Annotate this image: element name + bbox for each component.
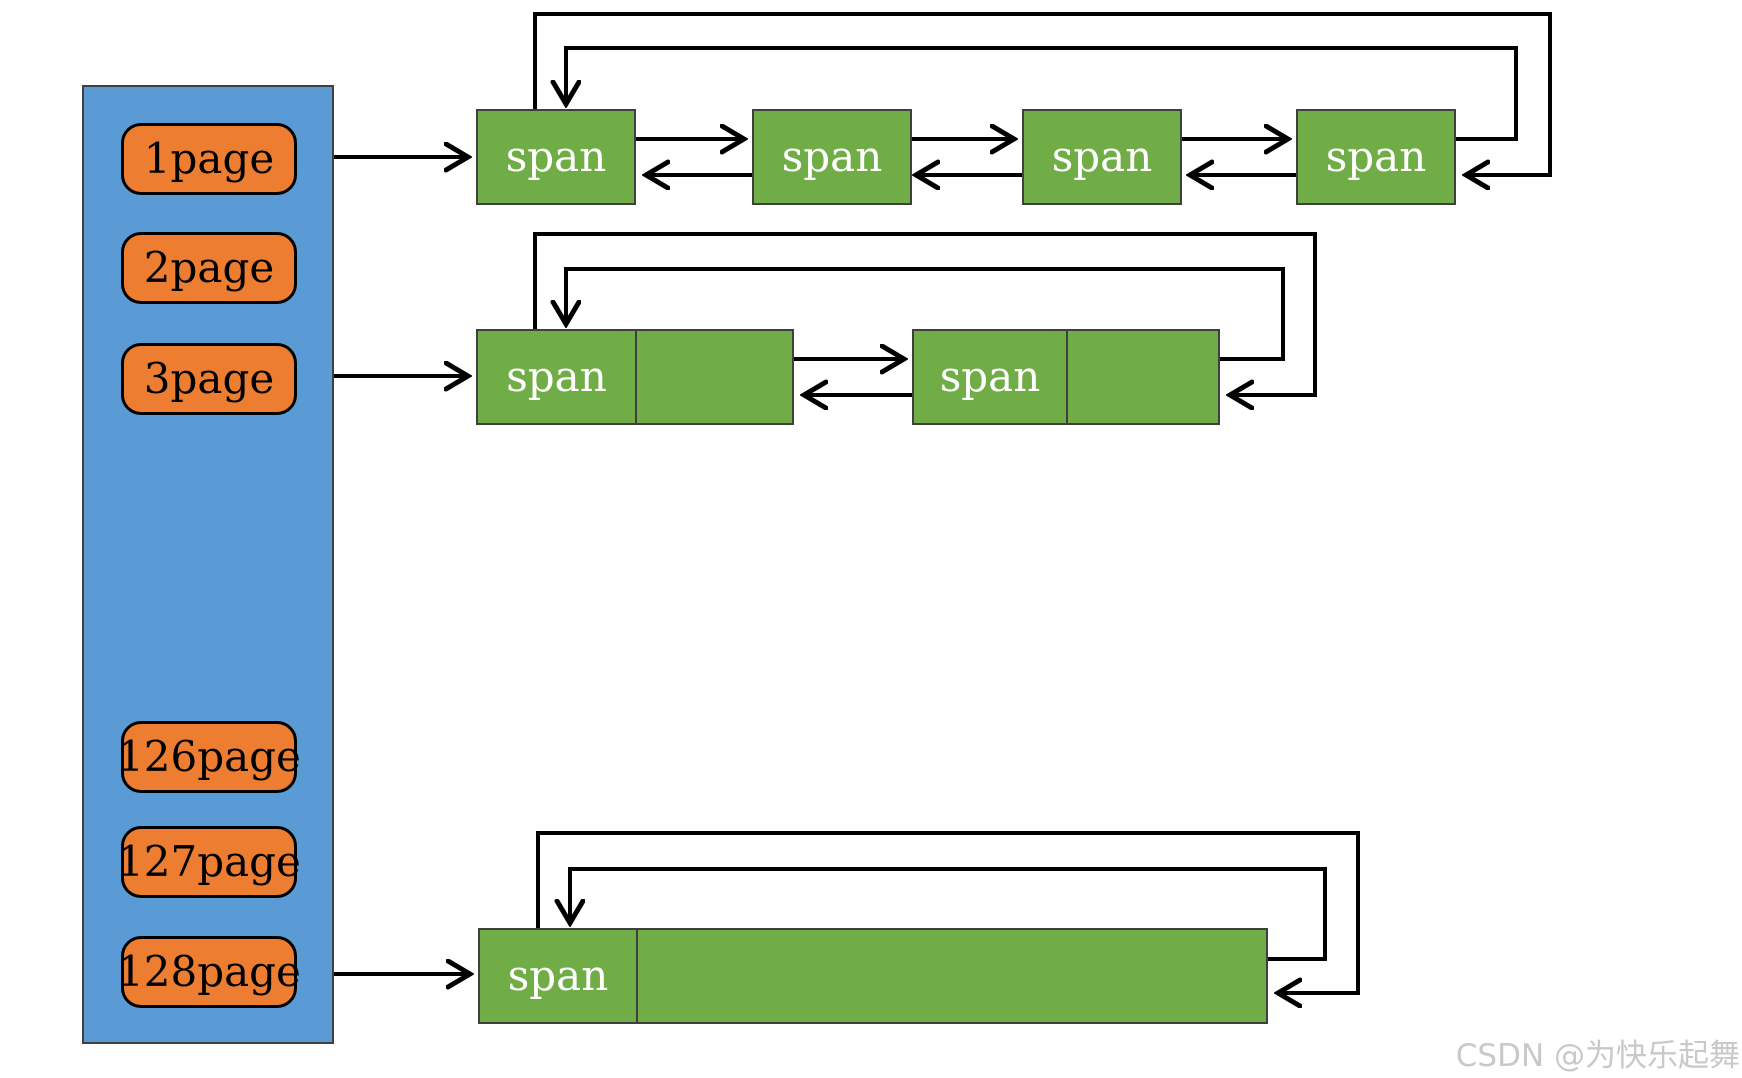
- span-label: span: [507, 951, 609, 1000]
- page-item-2page: 2page: [121, 232, 297, 304]
- span-node: span: [478, 928, 1268, 1024]
- page-item-126page: 126page: [117, 721, 301, 793]
- span-node: span: [1022, 109, 1182, 205]
- page-item-label: 127page: [117, 837, 301, 886]
- page-item-label: 1page: [143, 134, 275, 183]
- span-label: span: [939, 352, 1041, 401]
- span-page-cell: [636, 930, 1266, 1022]
- span-label: span: [781, 132, 883, 181]
- span-page-cell: [635, 331, 792, 423]
- page-list-column: [82, 85, 334, 1044]
- span-label: span: [1051, 132, 1153, 181]
- page-item-3page: 3page: [121, 343, 297, 415]
- arrow-row2-loop-head-to-tail: [533, 232, 1317, 395]
- arrow-row1-loop-head-to-tail: [533, 12, 1552, 175]
- span-node: span: [912, 329, 1220, 425]
- span-label: span: [505, 132, 607, 181]
- span-node: span: [752, 109, 912, 205]
- span-node: span: [476, 329, 794, 425]
- page-item-label: 128page: [117, 947, 301, 996]
- arrow-row3-loop-head-to-tail: [536, 831, 1360, 993]
- arrow-row3-loop-tail-to-head: [570, 867, 1327, 961]
- arrow-row2-loop-tail-to-head: [566, 267, 1285, 361]
- span-label: span: [1325, 132, 1427, 181]
- page-item-127page: 127page: [117, 826, 301, 898]
- page-item-label: 2page: [143, 243, 275, 292]
- page-item-label: 126page: [117, 732, 301, 781]
- page-item-1page: 1page: [121, 123, 297, 195]
- page-item-label: 3page: [143, 354, 275, 403]
- span-node: span: [1296, 109, 1456, 205]
- span-node: span: [476, 109, 636, 205]
- span-label: span: [506, 352, 607, 401]
- watermark: CSDN @为快乐起舞: [1455, 1038, 1740, 1074]
- arrow-row1-loop-tail-to-head: [566, 46, 1518, 141]
- page-item-128page: 128page: [117, 936, 301, 1008]
- span-page-cell: [1066, 331, 1218, 423]
